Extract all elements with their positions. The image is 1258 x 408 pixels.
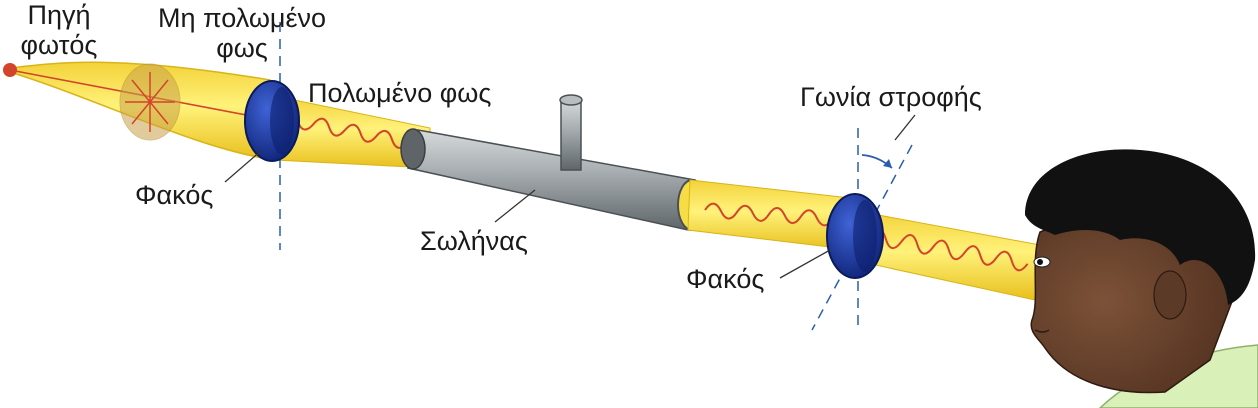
rotation-angle-label: Γωνία στροφής <box>800 82 982 112</box>
polarized-label: Πολωμένο φως <box>308 78 492 108</box>
polarized-beam-3 <box>861 211 1041 301</box>
lens-left-label: Φακός <box>135 180 214 210</box>
source-label-line2: φωτός <box>20 30 98 60</box>
unpolarized-label: Μη πολωμένο φως <box>132 3 352 63</box>
source-label-line1: Πηγή <box>27 0 91 30</box>
tube <box>400 94 707 231</box>
light-source-icon <box>3 63 17 77</box>
unpolarized-beam <box>9 61 276 161</box>
polarized-beam-2 <box>687 179 856 251</box>
lens-right-label: Φακός <box>686 264 765 294</box>
tube-label: Σωλήνας <box>420 226 528 256</box>
leader-lines <box>224 114 916 279</box>
viewer-icon <box>1025 149 1258 408</box>
lens-right-icon <box>826 193 884 279</box>
lens-left-icon <box>244 80 300 162</box>
unpolarized-star-icon <box>119 63 181 141</box>
source-label: Πηγή φωτός <box>4 0 114 60</box>
unpolarized-label-line2: φως <box>216 33 268 63</box>
rotation-arrow-icon <box>883 159 892 168</box>
unpolarized-label-line1: Μη πολωμένο <box>157 3 327 33</box>
